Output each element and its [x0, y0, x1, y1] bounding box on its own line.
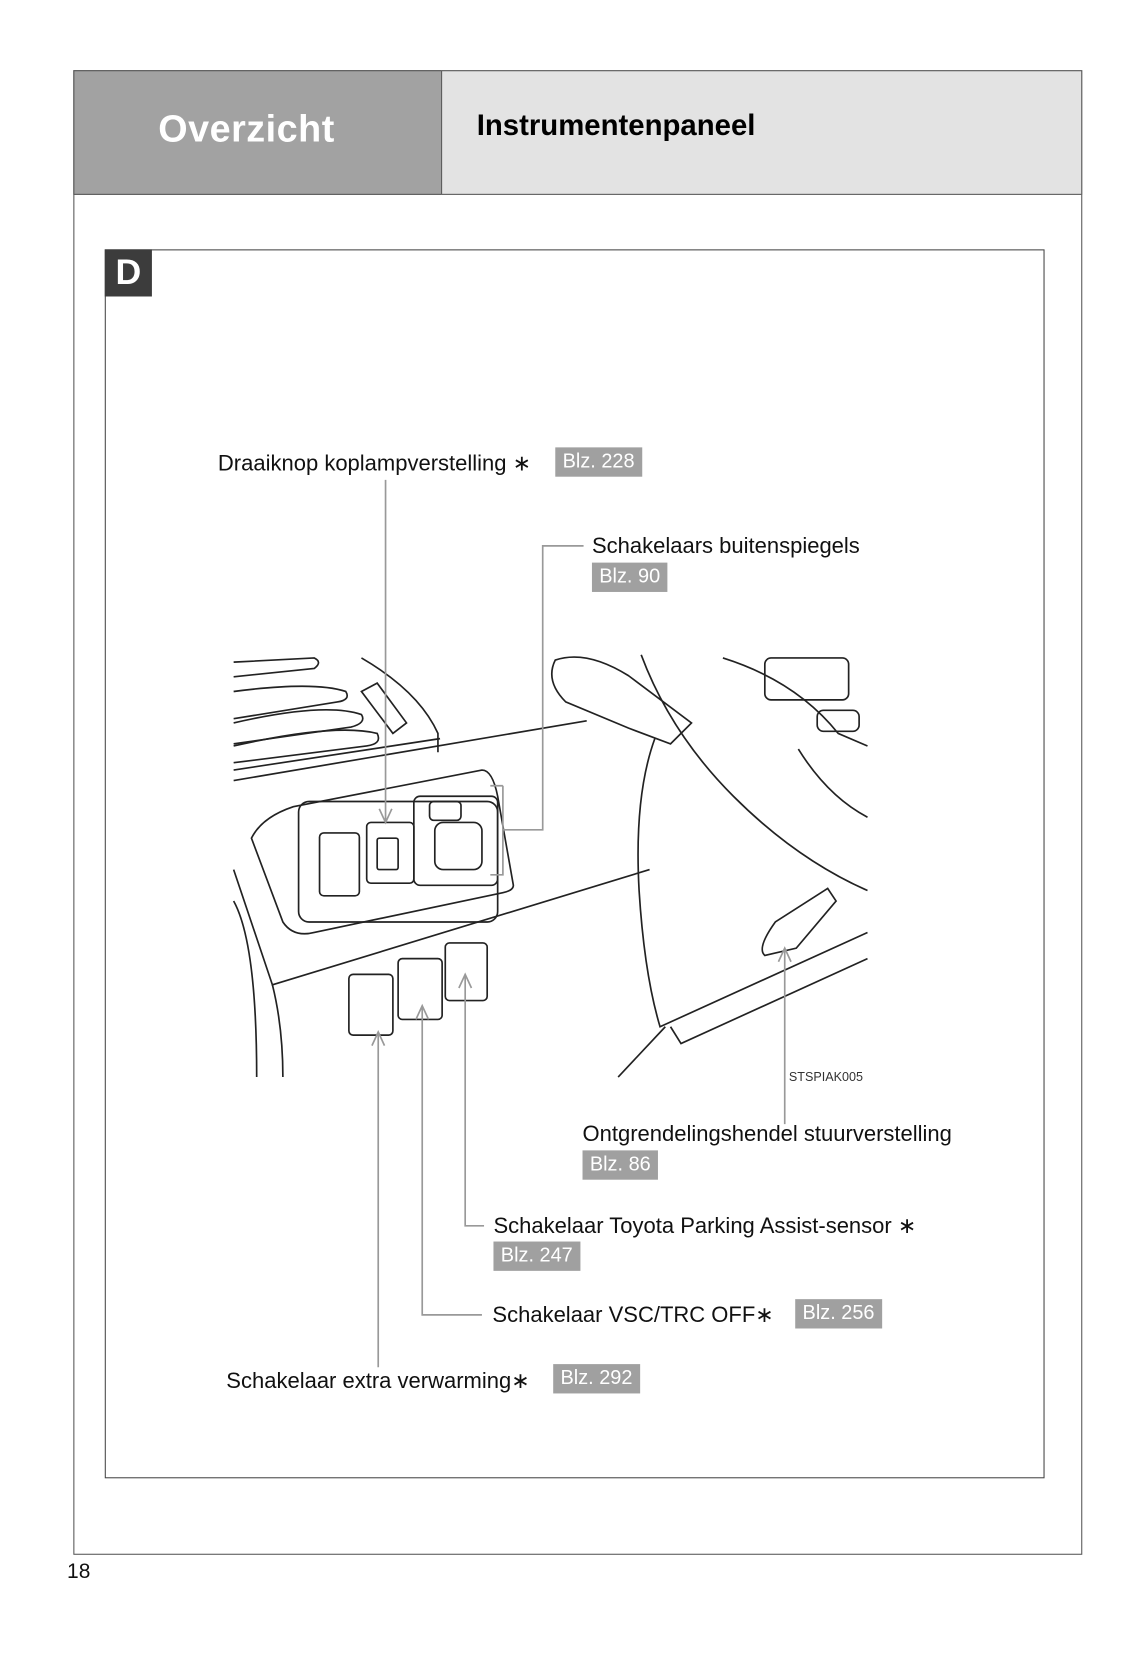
illustration-panel: [104, 249, 1045, 1479]
section-header: Overzicht: [73, 70, 443, 195]
callout-headlamp-leveling: Draaiknop koplampverstelling ∗: [217, 451, 532, 476]
page-ref-228[interactable]: Blz. 228: [555, 447, 642, 477]
callout-extra-heater: Schakelaar extra verwarming∗: [226, 1369, 530, 1394]
page-number: 18: [67, 1560, 91, 1584]
callout-steering-release-lever: Ontgrendelingshendel stuurverstelling: [582, 1122, 952, 1147]
switch-panel-drawing: [232, 769, 650, 1078]
page-ref-90[interactable]: Blz. 90: [591, 562, 668, 592]
leader-lines: [371, 479, 792, 1368]
page-title: Instrumentenpaneel: [476, 108, 756, 142]
callout-outside-mirrors: Schakelaars buitenspiegels: [591, 534, 860, 559]
image-code: STSPIAK005: [788, 1069, 864, 1085]
page-ref-247[interactable]: Blz. 247: [493, 1241, 581, 1271]
section-title: Overzicht: [158, 106, 335, 150]
page-ref-86[interactable]: Blz. 86: [582, 1150, 659, 1180]
callout-parking-assist: Schakelaar Toyota Parking Assist-sensor …: [493, 1214, 917, 1239]
panel-letter-badge: D: [104, 249, 152, 297]
lower-switches-drawing: [348, 942, 489, 1036]
page-ref-256[interactable]: Blz. 256: [795, 1299, 882, 1329]
steering-column-drawing: [551, 654, 868, 1078]
page-header: Instrumentenpaneel: [441, 70, 1083, 195]
page-ref-292[interactable]: Blz. 292: [553, 1364, 640, 1394]
callout-vsc-trc-off: Schakelaar VSC/TRC OFF∗: [492, 1303, 774, 1328]
air-vent-drawing: [233, 657, 587, 782]
